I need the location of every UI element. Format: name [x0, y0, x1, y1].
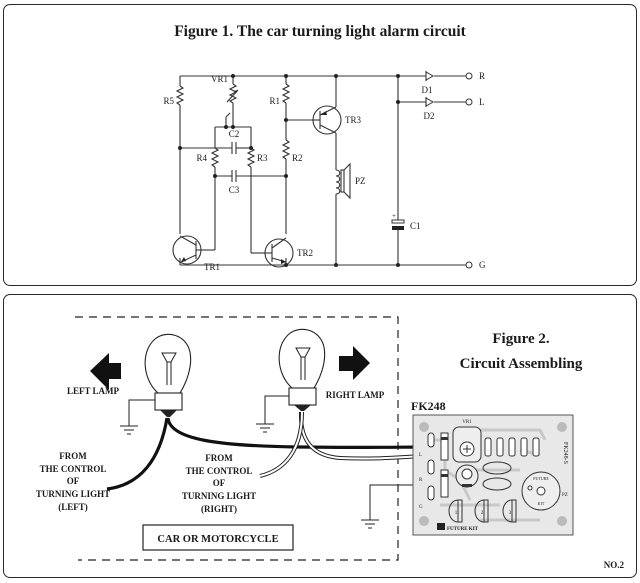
- pcb-buzzer-text: FUTURE: [533, 476, 549, 481]
- svg-text:TURNING LIGHT: TURNING LIGHT: [36, 489, 110, 499]
- from-right-label: FROM THE CONTROL OF TURNING LIGHT (RIGHT…: [182, 453, 256, 514]
- svg-text:THE CONTROL: THE CONTROL: [40, 464, 107, 474]
- r5-resistor: [175, 85, 185, 106]
- label-c3: C3: [229, 185, 240, 195]
- label-r2: R2: [292, 153, 303, 163]
- vehicle-boundary: [75, 316, 399, 561]
- d2-diode: [425, 97, 435, 107]
- label-r4: R4: [196, 153, 207, 163]
- label-c2: C2: [229, 129, 240, 139]
- label-terminal-g: G: [479, 260, 486, 270]
- c1-capacitor: +: [391, 212, 405, 230]
- pcb-pin-r: R: [419, 478, 423, 483]
- vehicle-box-label: CAR OR MOTORCYCLE: [157, 534, 278, 545]
- fk248-pcb: L R G VR1 1: [412, 414, 574, 536]
- left-lamp-label: LEFT LAMP: [67, 386, 120, 396]
- tr3-transistor: [312, 105, 342, 135]
- right-lamp-ground-wire: [264, 395, 289, 424]
- left-ground-icon: [120, 425, 138, 435]
- label-pz: PZ: [355, 176, 366, 186]
- label-r5: R5: [163, 96, 174, 106]
- vr1-potentiometer: [228, 83, 238, 104]
- label-c1: C1: [410, 221, 421, 231]
- schematic: R5 VR1 R4 R3 C2 C3: [163, 71, 486, 272]
- c1-polarity: +: [392, 212, 396, 220]
- label-d1: D1: [422, 85, 433, 95]
- d1-diode: [398, 71, 435, 81]
- right-lamp-wire-to-r: [298, 411, 429, 461]
- label-tr3: TR3: [345, 115, 362, 125]
- left-lamp-wire-to-l: [166, 417, 429, 450]
- figure-1-title: Figure 1. The car turning light alarm ci…: [174, 23, 466, 40]
- pcb-pz-label: PZ: [562, 493, 568, 498]
- figure-1-panel: [3, 4, 637, 286]
- piezo-buzzer: [335, 162, 351, 200]
- pcb-side-code: FK248-S: [562, 442, 568, 464]
- left-arrow-icon: [90, 353, 121, 390]
- pcb-brand: FUTURE KIT: [447, 527, 479, 532]
- svg-text:3: 3: [509, 511, 512, 516]
- label-r1: R1: [269, 96, 280, 106]
- pcb-buzzer-sub: KIT: [538, 501, 545, 506]
- svg-text:2: 2: [481, 511, 484, 516]
- svg-text:FROM: FROM: [59, 451, 87, 461]
- terminal-l: [465, 98, 473, 106]
- r1-resistor: [281, 83, 291, 104]
- label-r3: R3: [257, 153, 268, 163]
- left-lamp-ground-wire: [128, 399, 155, 426]
- svg-text:FROM: FROM: [205, 453, 233, 463]
- vehicle-box: [142, 524, 294, 551]
- label-terminal-r: R: [479, 71, 485, 81]
- g-pin-ground-wire: [369, 484, 428, 520]
- label-tr2: TR2: [297, 248, 313, 258]
- r3-resistor: [246, 147, 256, 168]
- svg-text:(RIGHT): (RIGHT): [201, 504, 237, 514]
- pcb-pin-g: G: [419, 505, 423, 510]
- from-left-label: FROM THE CONTROL OF TURNING LIGHT (LEFT): [36, 451, 110, 512]
- kit-label: FK248: [411, 399, 446, 413]
- junction-dots: [178, 74, 400, 267]
- svg-text:(LEFT): (LEFT): [58, 502, 88, 512]
- right-lamp-label: RIGHT LAMP: [326, 390, 385, 400]
- svg-text:OF: OF: [213, 478, 226, 488]
- terminal-r: [465, 72, 473, 80]
- right-control-wire: [259, 411, 304, 478]
- page-number: NO.2: [604, 560, 625, 570]
- label-d2: D2: [424, 111, 435, 121]
- svg-text:OF: OF: [67, 476, 80, 486]
- r4-resistor: [210, 147, 220, 168]
- left-lamp-bulb-icon: [144, 333, 192, 417]
- right-arrow-icon: [339, 346, 370, 380]
- right-ground-icon: [256, 423, 274, 433]
- svg-text:1: 1: [455, 511, 458, 516]
- tr2-transistor: [262, 237, 294, 268]
- figure-2-subtitle: Circuit Assembling: [460, 356, 583, 372]
- r2-resistor: [281, 139, 291, 160]
- svg-text:THE CONTROL: THE CONTROL: [186, 466, 253, 476]
- pcb-ground-icon: [361, 519, 379, 529]
- terminal-g: [465, 261, 473, 269]
- label-tr1: TR1: [204, 262, 220, 272]
- figure-2-title: Figure 2.: [492, 331, 549, 347]
- right-lamp-bulb-icon: [278, 328, 326, 411]
- tr1-transistor: [172, 235, 203, 265]
- svg-text:TURNING LIGHT: TURNING LIGHT: [182, 491, 256, 501]
- left-control-wire: [106, 417, 169, 491]
- label-terminal-l: L: [479, 97, 485, 107]
- label-vr1: VR1: [211, 74, 228, 84]
- pcb-pin-l: L: [419, 453, 422, 458]
- pcb-vr1-label: VR1: [462, 420, 472, 425]
